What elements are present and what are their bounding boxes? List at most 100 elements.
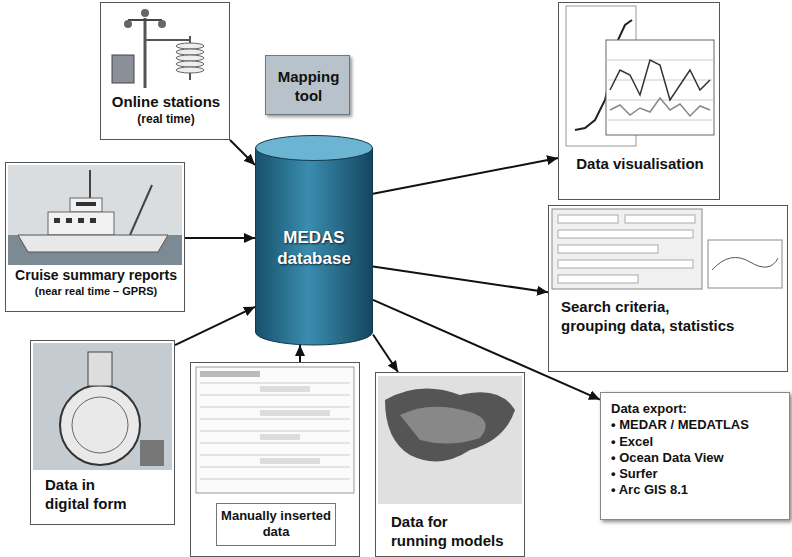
node-label: Online stations xyxy=(108,93,224,112)
node-label: Data visualisation xyxy=(565,155,715,174)
input-form-picture xyxy=(200,407,350,408)
output-box: Data for running models xyxy=(375,372,525,557)
node-label: Mapping tool xyxy=(270,68,347,106)
search-form-picture xyxy=(712,258,778,271)
input-form-picture xyxy=(260,458,320,464)
buoy-picture xyxy=(60,385,140,465)
weather-station-picture xyxy=(112,55,134,83)
chart-pictures xyxy=(610,60,710,100)
buoy-picture xyxy=(140,440,164,466)
weather-station-picture xyxy=(176,49,204,55)
weather-station-picture xyxy=(176,61,204,67)
research-ship-picture xyxy=(8,235,182,265)
node-label: Data for running models xyxy=(391,513,506,551)
chart-pictures xyxy=(566,6,714,146)
output-box: Data visualisation xyxy=(558,2,720,200)
tool-box: Mapping tool xyxy=(265,55,350,115)
text-group: Data visualisation xyxy=(565,155,715,174)
node-label: Cruise summary reports xyxy=(10,267,182,285)
node-label: Manually inserted data xyxy=(221,508,331,541)
research-ship-picture xyxy=(89,170,91,198)
weather-station-picture xyxy=(141,9,149,17)
chart-pictures xyxy=(606,100,714,101)
input-form-picture xyxy=(200,395,350,396)
chart-pictures xyxy=(606,120,714,121)
node-sublabel: (real time) xyxy=(108,112,224,127)
input-form-picture xyxy=(200,479,350,480)
text-group: Cruise summary reports(near real time – … xyxy=(10,267,182,298)
flow-arrow xyxy=(175,307,255,345)
node-label: MEDAS database xyxy=(264,227,364,270)
text-group: Data export:• MEDAR / MEDATLAS• Excel• O… xyxy=(611,401,786,499)
buoy-picture xyxy=(33,343,172,470)
chart-pictures xyxy=(606,40,714,135)
weather-station-picture xyxy=(112,9,204,88)
research-ship-picture xyxy=(66,218,72,223)
search-form-picture xyxy=(708,240,782,288)
research-ship-picture xyxy=(8,165,182,265)
search-form-picture xyxy=(552,209,782,289)
weather-station-picture xyxy=(176,67,204,73)
source-box: Cruise summary reports(near real time – … xyxy=(5,162,185,312)
list-item: • Ocean Data View xyxy=(611,450,786,466)
weather-station-picture xyxy=(128,19,162,21)
search-form-picture xyxy=(552,209,702,289)
research-ship-picture xyxy=(18,235,168,252)
input-form-picture xyxy=(200,419,350,420)
input-form-picture xyxy=(200,431,350,432)
flow-arrow xyxy=(299,345,301,362)
chart-pictures xyxy=(606,80,714,81)
cylinder-top xyxy=(256,136,373,161)
weather-station-picture xyxy=(145,39,190,41)
text-group: Manually inserted data xyxy=(216,503,336,546)
node-label: Data in digital form xyxy=(45,476,137,514)
input-form-picture xyxy=(200,455,350,456)
research-ship-picture xyxy=(70,198,102,212)
list-item: • Arc GIS 8.1 xyxy=(611,482,786,498)
cylinder-body xyxy=(256,148,373,345)
weather-station-picture xyxy=(158,20,166,28)
input-form-picture xyxy=(200,383,350,384)
chart-pictures xyxy=(610,98,710,116)
flow-arrow xyxy=(373,335,398,373)
input-form-picture xyxy=(260,410,330,416)
search-form-picture xyxy=(625,215,695,223)
node-label: Search criteria, grouping data, statisti… xyxy=(561,298,737,336)
node-label: Data export: xyxy=(611,401,786,417)
input-form-picture xyxy=(200,467,350,468)
search-form-picture xyxy=(558,215,618,223)
search-form-picture xyxy=(558,230,693,238)
research-ship-picture xyxy=(130,185,152,235)
sea-map-picture xyxy=(378,376,522,504)
sea-map-picture xyxy=(385,389,515,462)
output-box: Search criteria, grouping data, statisti… xyxy=(548,205,788,372)
text-group: Mapping tool xyxy=(270,68,347,106)
source-box: Data in digital form xyxy=(30,340,175,525)
sea-map-picture xyxy=(378,376,522,504)
database-cylinder: MEDAS database xyxy=(255,135,373,345)
search-form-picture xyxy=(558,275,638,283)
input-form-picture xyxy=(260,386,310,392)
flow-arrow xyxy=(373,158,558,194)
flow-arrow xyxy=(230,140,255,165)
search-form-picture xyxy=(558,245,658,253)
flow-arrow xyxy=(373,266,548,292)
flow-arrow xyxy=(185,237,255,239)
text-group: MEDAS database xyxy=(264,227,364,270)
input-form-picture xyxy=(200,443,350,444)
research-ship-picture xyxy=(78,218,84,223)
research-ship-picture xyxy=(76,202,96,206)
input-form-picture xyxy=(196,367,354,493)
list-item: • Excel xyxy=(611,434,786,450)
text-group: Search criteria, grouping data, statisti… xyxy=(561,298,737,336)
node-sublabel: (near real time – GPRS) xyxy=(10,285,182,299)
text-group: Data for running models xyxy=(391,513,506,551)
list-item: • MEDAR / MEDATLAS xyxy=(611,417,786,433)
text-group: Online stations(real time) xyxy=(108,93,224,127)
export-box: Data export:• MEDAR / MEDATLAS• Excel• O… xyxy=(600,392,790,520)
research-ship-picture xyxy=(48,212,114,235)
weather-station-picture xyxy=(176,43,204,49)
weather-station-picture xyxy=(176,55,204,61)
search-form-picture xyxy=(558,260,693,268)
